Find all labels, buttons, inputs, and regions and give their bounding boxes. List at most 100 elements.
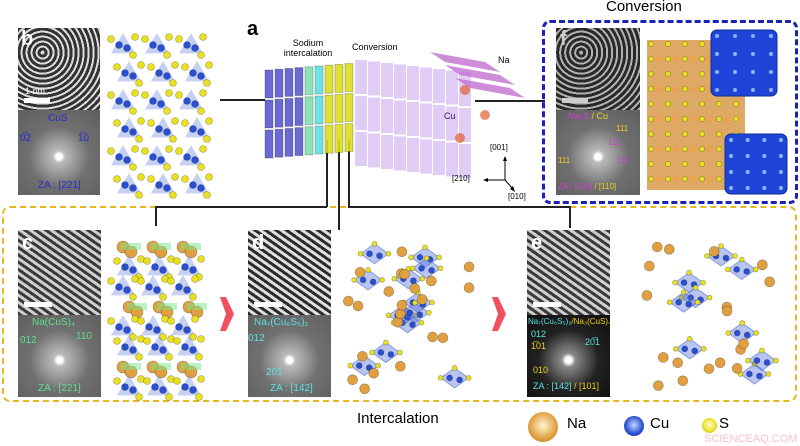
na-atom [656,86,662,92]
na-atom [644,260,655,272]
conversion-title: Conversion [606,0,682,15]
s-atom [159,293,167,301]
s-atom [107,91,115,99]
s-atom [197,51,205,59]
na-atom [399,268,410,280]
s-atom [665,56,671,62]
na-atom [354,266,366,278]
s-atom [197,375,205,383]
na-atom [463,282,475,294]
na-atom [651,241,663,253]
s-atom [648,101,654,107]
s-atom [205,61,213,69]
phase-label: / Cu [589,111,609,121]
cu-atom [729,138,733,142]
cu-atom [756,372,763,380]
intercalation-block [264,99,274,129]
cu-precipitate [455,133,465,143]
cu-atom [751,34,755,38]
cu-atom [355,362,363,369]
cu-atom [129,128,137,136]
spot-label: 010 [533,365,549,375]
cu-atom [428,267,435,274]
s-atom [205,117,213,125]
s-atom [385,312,392,319]
intercalation-block [294,67,304,97]
na-atom [656,116,662,122]
s-atom [648,146,654,152]
s-atom [107,35,115,43]
arrow-right-2 [492,297,506,331]
cu-atom [715,52,719,56]
cu-atom [183,153,191,161]
na-layer [151,363,171,370]
s-atom [682,146,688,152]
panel-f-label: f [560,28,567,50]
cu-atom [121,383,129,391]
spot-label: 111 [608,138,621,147]
intercalation-block [324,124,334,154]
s-atom [385,250,392,257]
s-atom [159,333,167,341]
s-atom [419,275,426,282]
s-atom [131,89,139,97]
cu-atom [157,100,165,108]
scale-bar [254,302,282,307]
na-atom [673,176,679,182]
conversion-block [433,141,445,175]
cu-atom [121,125,129,133]
spot-label: 111 [616,156,629,165]
s-atom [351,277,357,283]
s-atom [137,173,145,181]
zone-axis-label: / [101] [571,381,600,391]
s-atom [773,357,779,364]
cu-atom [745,170,750,174]
s-atom [165,393,173,401]
legend-na-label: Na [567,415,587,432]
s-atom [753,330,760,336]
na-atom [416,294,428,305]
legend-cu-label: Cu [650,415,670,432]
s-atom [665,146,671,152]
s-atom [437,265,444,272]
spot-label: 201 [266,367,283,378]
cu-atom [376,252,383,260]
na-layer [121,363,141,370]
s-atom [137,277,145,285]
conversion-block [420,139,432,174]
na-atom [690,116,696,122]
s-atom [648,116,654,122]
s-atom [680,289,687,295]
conversion-block [355,132,367,166]
intercalation-block [284,127,294,157]
s-atom [672,279,678,286]
cu-atom [753,357,761,364]
na-atom [673,146,679,152]
s-atom [648,41,654,47]
zone-axis-label: / [110] [592,182,617,191]
spot-label: 111 [558,156,571,165]
cu-precipitate [460,85,470,95]
s-atom [724,266,731,273]
scale-bar [533,302,561,307]
cu-atom [729,154,733,158]
cu-atom [189,386,197,394]
cu-atom [762,170,767,174]
na-atom [714,357,726,369]
s-atom [699,131,705,137]
s-atom [199,33,207,41]
s-atom [436,254,442,261]
s-atom [165,145,173,153]
cu-atom [729,186,733,190]
cu-atom [175,283,183,291]
cu-atom [675,298,682,306]
s-atom [129,333,137,341]
s-atom [718,243,724,249]
na-flux-arrow [455,78,525,98]
phase-label: Na₇(Cu₆S₅)₂ [254,317,309,328]
cu-atom [456,376,463,384]
s-atom [357,250,364,257]
panel-b-fft-image: CuS 0̅2 1̅0 ZA : [221] [18,110,100,195]
s-atom [665,116,671,122]
s-atom [137,317,145,325]
